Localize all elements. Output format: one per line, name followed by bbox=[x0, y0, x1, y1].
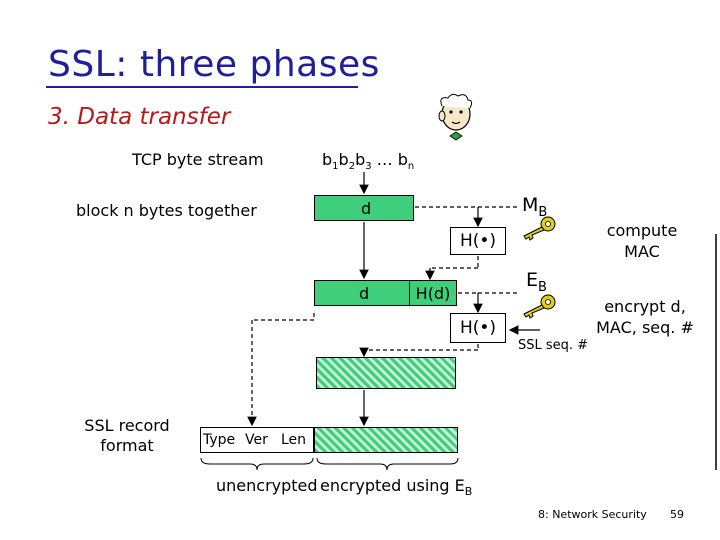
cartoon-person-icon bbox=[438, 93, 473, 141]
record-format-label: SSL record format bbox=[84, 416, 170, 455]
mac-key-icon bbox=[523, 216, 556, 241]
block-bytes-label: block n bytes together bbox=[76, 201, 257, 220]
data-block-top-label: d bbox=[361, 199, 372, 218]
record-encrypted-payload bbox=[314, 427, 458, 453]
hash-box-top: H(•) bbox=[450, 227, 506, 255]
bytes-label: b1b2b3 … bn bbox=[322, 150, 415, 173]
enc-key-icon bbox=[523, 294, 556, 319]
header-field-len: Len bbox=[281, 432, 307, 448]
encrypted-label: encrypted using EB bbox=[320, 476, 473, 499]
data-block-top: d bbox=[314, 195, 414, 221]
data-block-bottom: d bbox=[314, 280, 410, 306]
record-header: Type Ver Len bbox=[200, 427, 314, 453]
seq-label: SSL seq. # bbox=[518, 338, 589, 353]
header-field-ver: Ver bbox=[245, 432, 268, 448]
mac-key-label: MB bbox=[522, 194, 548, 220]
footer-label: 8: Network Security bbox=[538, 508, 647, 521]
encrypted-block-top bbox=[316, 357, 456, 389]
hash-box-bottom: H(•) bbox=[450, 313, 506, 343]
slide-subtitle: 3. Data transfer bbox=[48, 104, 231, 130]
encrypt-label: encrypt d, MAC, seq. # bbox=[596, 297, 694, 337]
compute-mac-label: compute MAC bbox=[606, 221, 678, 261]
title-underline bbox=[46, 86, 358, 88]
enc-key-label: EB bbox=[526, 269, 547, 295]
unencrypted-label: unencrypted bbox=[216, 476, 318, 495]
tcp-byte-stream-label: TCP byte stream bbox=[132, 150, 264, 169]
mac-block: H(d) bbox=[409, 280, 457, 306]
slide-title: SSL: three phases bbox=[48, 44, 380, 85]
page-number: 59 bbox=[670, 508, 684, 521]
data-block-bottom-label: d bbox=[359, 284, 370, 303]
header-field-type: Type bbox=[203, 432, 236, 448]
